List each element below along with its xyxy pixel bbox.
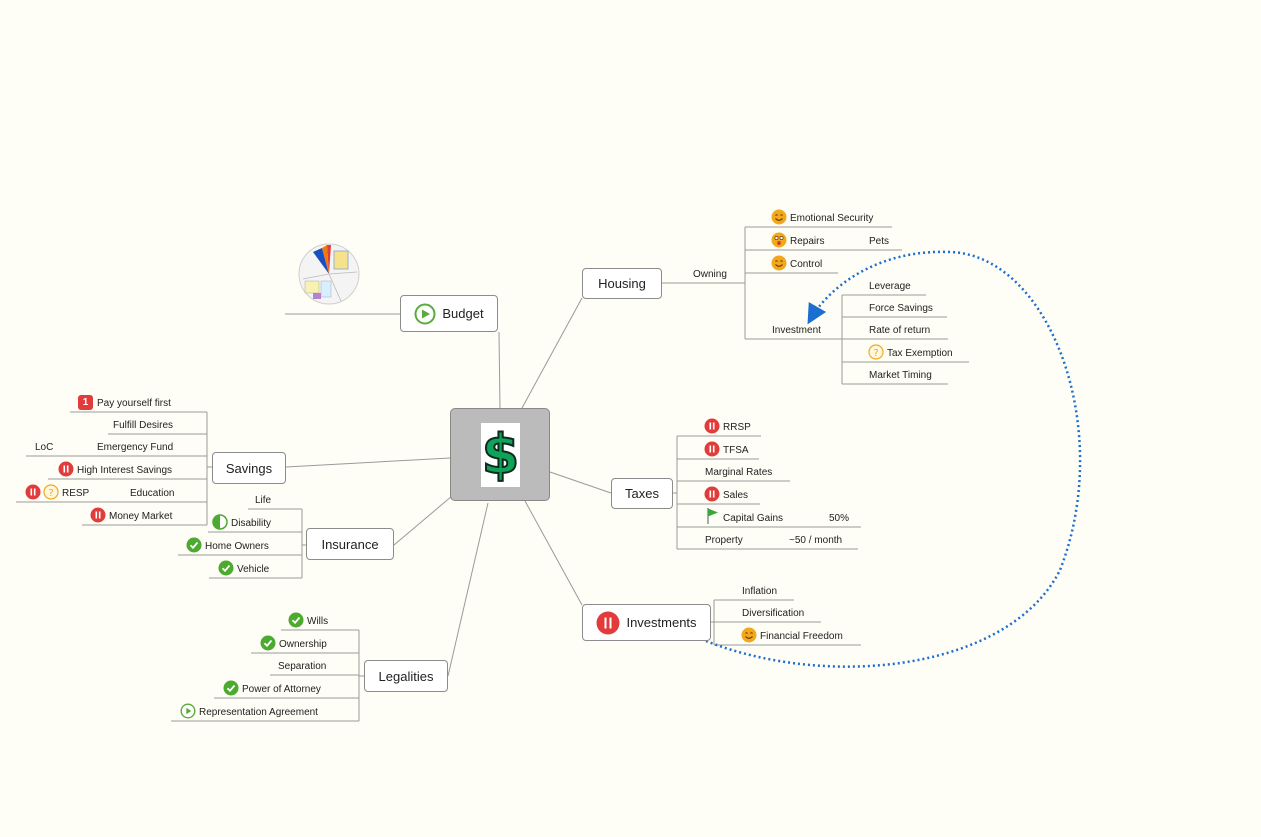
topic-label: Savings <box>225 460 273 476</box>
subtopic-rate-of-return[interactable]: Rate of return <box>869 325 931 336</box>
subtopic-tfsa[interactable]: TFSA <box>723 445 749 456</box>
subtopic-sales[interactable]: Sales <box>723 490 749 501</box>
subtopic-diversification[interactable]: Diversification <box>742 608 805 619</box>
pause-icon <box>704 486 720 502</box>
subtopic-education[interactable]: Education <box>130 488 175 499</box>
subtopic-emergency-fund[interactable]: Emergency Fund <box>97 442 174 453</box>
pause-icon <box>596 611 620 634</box>
subtopic-emotional-security[interactable]: Emotional Security <box>790 213 874 224</box>
subtopic-wills[interactable]: Wills <box>307 616 329 627</box>
subtopic-force-savings[interactable]: Force Savings <box>869 303 933 314</box>
subtopic-home-owners[interactable]: Home Owners <box>205 541 269 552</box>
subtopic-market-timing[interactable]: Market Timing <box>869 370 932 381</box>
subtopic-capital-gains[interactable]: Capital Gains <box>723 513 784 524</box>
subtopic-investment[interactable]: Investment <box>772 325 821 336</box>
question-mark-icon: ? <box>868 344 884 360</box>
central-topic[interactable]: $ <box>450 408 550 501</box>
topic-investments[interactable]: Investments <box>582 604 711 641</box>
subtopic-capital-gains-rate[interactable]: 50% <box>829 513 850 524</box>
topic-legalities[interactable]: Legalities <box>364 660 448 692</box>
topic-label: Investments <box>626 615 697 630</box>
subtopic-repairs[interactable]: Repairs <box>790 236 825 247</box>
subtopic-separation[interactable]: Separation <box>278 661 327 672</box>
flag-icon <box>707 508 718 524</box>
topic-savings[interactable]: Savings <box>212 452 286 484</box>
svg-text:?: ? <box>48 488 53 499</box>
topic-label: Housing <box>598 276 646 291</box>
pause-icon <box>25 484 41 500</box>
surprised-face-icon <box>771 232 787 248</box>
subtopic-financial-freedom[interactable]: Financial Freedom <box>760 631 843 642</box>
pause-icon <box>704 418 720 434</box>
check-icon <box>260 635 276 651</box>
smiley-icon <box>771 209 787 225</box>
subtopic-power-of-attorney[interactable]: Power of Attorney <box>242 684 321 695</box>
subtopic-tax-exemption[interactable]: Tax Exemption <box>887 348 953 359</box>
question-mark-icon: ? <box>43 484 59 500</box>
play-icon <box>414 303 436 324</box>
check-icon <box>186 537 202 553</box>
subtopic-life[interactable]: Life <box>255 495 272 506</box>
subtopic-disability[interactable]: Disability <box>231 518 272 529</box>
topic-insurance[interactable]: Insurance <box>306 528 394 560</box>
topic-housing[interactable]: Housing <box>582 268 662 299</box>
relationship-arrow <box>705 250 1082 668</box>
smiley-icon <box>741 627 757 643</box>
subtopic-resp[interactable]: RESP <box>62 488 90 499</box>
subtopic-rrsp[interactable]: RRSP <box>723 422 751 433</box>
subtopic-property[interactable]: Property <box>705 535 743 546</box>
pause-icon <box>58 461 74 477</box>
subtopic-fulfill-desires[interactable]: Fulfill Desires <box>113 420 174 431</box>
subtopic-leverage[interactable]: Leverage <box>869 281 911 292</box>
subtopic-representation-agreement[interactable]: Representation Agreement <box>199 707 318 718</box>
budget-pie-chart-image <box>298 243 360 305</box>
subtopic-inflation[interactable]: Inflation <box>742 586 778 597</box>
subtopic-money-market[interactable]: Money Market <box>109 511 173 522</box>
priority-1-icon: 1 <box>78 395 93 410</box>
subtopic-property-amount[interactable]: ~50 / month <box>789 535 843 546</box>
subtopic-pay-yourself-first[interactable]: Pay yourself first <box>97 398 171 409</box>
dollar-sign-icon: $ <box>481 422 521 487</box>
half-progress-icon <box>212 514 228 530</box>
check-icon <box>218 560 234 576</box>
check-icon <box>223 680 239 696</box>
subtopic-vehicle[interactable]: Vehicle <box>237 564 270 575</box>
subtopic-control[interactable]: Control <box>790 259 823 270</box>
topic-taxes[interactable]: Taxes <box>611 478 673 509</box>
topic-label: Budget <box>442 306 484 321</box>
topic-budget[interactable]: Budget <box>400 295 498 332</box>
svg-text:?: ? <box>873 348 878 359</box>
subtopic-ownership[interactable]: Ownership <box>279 639 327 650</box>
pause-icon <box>704 441 720 457</box>
subtopic-loc[interactable]: LoC <box>35 442 54 453</box>
pause-icon <box>90 507 106 523</box>
subtopic-marginal-rates[interactable]: Marginal Rates <box>705 467 773 478</box>
topic-label: Taxes <box>625 486 659 501</box>
topic-label: Insurance <box>321 536 379 552</box>
smiley-icon <box>771 255 787 271</box>
check-icon <box>288 612 304 628</box>
topic-label: Legalities <box>378 668 434 684</box>
subtopic-owning[interactable]: Owning <box>693 269 727 280</box>
subtopic-high-interest-savings[interactable]: High Interest Savings <box>77 465 173 476</box>
subtopic-pets[interactable]: Pets <box>869 236 890 247</box>
play-icon <box>180 703 196 719</box>
